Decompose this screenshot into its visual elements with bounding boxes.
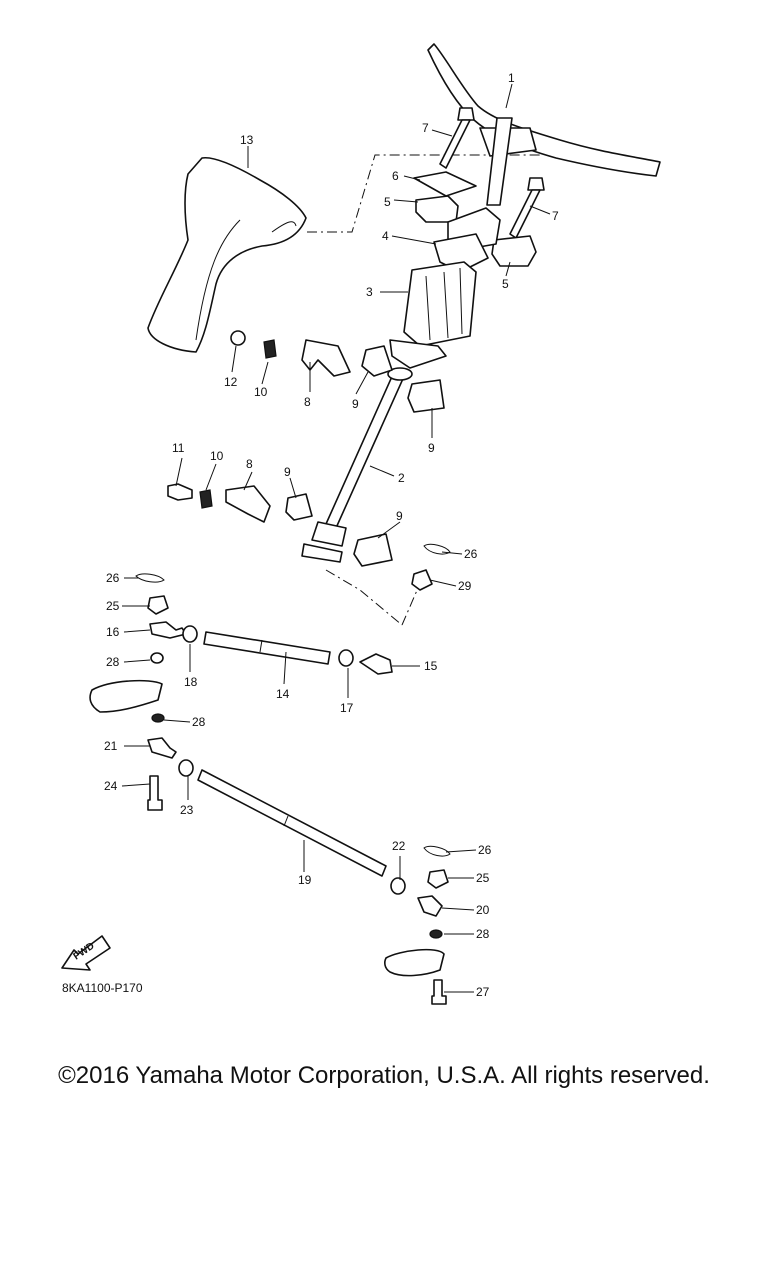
cotter-pin-2 xyxy=(423,543,451,555)
callout-13: 13 xyxy=(240,133,254,147)
callout-29: 29 xyxy=(458,579,472,593)
callout-labels: 1 7 13 6 5 7 4 5 3 12 10 8 9 9 2 11 10 8… xyxy=(104,71,559,999)
rod-end-21 xyxy=(147,737,177,759)
callout-7a: 7 xyxy=(422,121,429,135)
washer-1 xyxy=(150,652,164,664)
bushing-1 xyxy=(361,345,393,377)
callout-27: 27 xyxy=(476,985,490,999)
rod-end-16 xyxy=(149,621,187,639)
steering-rod-14 xyxy=(203,631,331,665)
callout-20: 20 xyxy=(476,903,490,917)
handlebar-pad xyxy=(403,261,477,347)
callout-9c: 9 xyxy=(284,465,291,479)
callout-16: 16 xyxy=(106,625,120,639)
handlebar-bolt-left xyxy=(439,107,475,169)
handlebar-holder-lower xyxy=(491,235,537,267)
rod-end-20 xyxy=(417,895,443,917)
handlebar xyxy=(427,43,661,206)
callout-19: 19 xyxy=(298,873,312,887)
column-holder-lower xyxy=(225,485,271,523)
collar-23 xyxy=(178,759,194,777)
callout-9d: 9 xyxy=(396,509,403,523)
steering-column xyxy=(301,339,447,563)
nut-clip-upper xyxy=(263,339,277,359)
callout-12: 12 xyxy=(224,375,238,389)
callout-17: 17 xyxy=(340,701,354,715)
steering-rod-19 xyxy=(197,769,387,877)
bushing-2 xyxy=(407,379,445,413)
callout-10a: 10 xyxy=(254,385,268,399)
steering-arm-front xyxy=(89,679,163,713)
plate xyxy=(413,171,477,197)
rod-end-15 xyxy=(359,653,393,675)
callout-11: 11 xyxy=(172,441,185,455)
callout-8a: 8 xyxy=(304,395,311,409)
callout-28a: 28 xyxy=(106,655,120,669)
copyright-notice: ©2016 Yamaha Motor Corporation, U.S.A. A… xyxy=(58,1062,710,1089)
callout-9b: 9 xyxy=(428,441,435,455)
bolt-27 xyxy=(431,979,447,1005)
diagram-code: 8KA1100-P170 xyxy=(62,981,143,995)
parts-diagram: FWD 1 7 13 6 5 7 4 5 3 12 10 8 9 9 2 11 … xyxy=(61,43,661,1005)
callout-28b: 28 xyxy=(192,715,206,729)
callout-7b: 7 xyxy=(552,209,559,223)
cotter-pin-1 xyxy=(135,573,165,583)
callout-25a: 25 xyxy=(106,599,120,613)
callout-26b: 26 xyxy=(106,571,120,585)
washer-2 xyxy=(151,713,165,723)
callout-21: 21 xyxy=(104,739,118,753)
bushing-3 xyxy=(285,493,313,521)
washer-3 xyxy=(429,929,443,939)
steering-arm-rear xyxy=(384,948,445,977)
callout-2: 2 xyxy=(398,471,405,485)
callout-6: 6 xyxy=(392,169,399,183)
callout-22: 22 xyxy=(392,839,406,853)
callout-15: 15 xyxy=(424,659,438,673)
callout-10b: 10 xyxy=(210,449,224,463)
callout-23: 23 xyxy=(180,803,194,817)
handlebar-bolt-right xyxy=(509,177,545,239)
reference-line-nut xyxy=(401,587,419,626)
bushing-4 xyxy=(353,533,393,567)
fwd-arrow-icon xyxy=(61,935,111,971)
callout-8b: 8 xyxy=(246,457,253,471)
column-holder-upper xyxy=(301,339,351,377)
callout-9a: 9 xyxy=(352,397,359,411)
castle-nut-1 xyxy=(147,595,169,615)
callout-1: 1 xyxy=(508,71,515,85)
steering-cover xyxy=(147,156,307,353)
collar xyxy=(230,330,246,346)
castle-nut-2 xyxy=(427,869,449,889)
callout-26a: 26 xyxy=(464,547,478,561)
callout-18: 18 xyxy=(184,675,198,689)
reference-line-arm xyxy=(325,569,403,626)
reference-line-pad xyxy=(307,154,540,233)
callout-25b: 25 xyxy=(476,871,490,885)
callout-5b: 5 xyxy=(502,277,509,291)
collar-18 xyxy=(182,625,198,643)
bolt-24 xyxy=(147,775,163,811)
callout-4: 4 xyxy=(382,229,389,243)
collar-17 xyxy=(338,649,354,667)
nut-clip-lower xyxy=(199,489,213,509)
handlebar-holder-upper xyxy=(415,195,459,223)
callout-24: 24 xyxy=(104,779,118,793)
callout-5a: 5 xyxy=(384,195,391,209)
handlebar-holder xyxy=(433,233,489,273)
callout-26c: 26 xyxy=(478,843,492,857)
cotter-pin-3 xyxy=(423,845,451,857)
callout-3: 3 xyxy=(366,285,373,299)
self-locking-nut xyxy=(411,569,433,591)
bolt xyxy=(167,483,193,501)
callout-28c: 28 xyxy=(476,927,490,941)
callout-14: 14 xyxy=(276,687,290,701)
collar-22 xyxy=(390,877,406,895)
